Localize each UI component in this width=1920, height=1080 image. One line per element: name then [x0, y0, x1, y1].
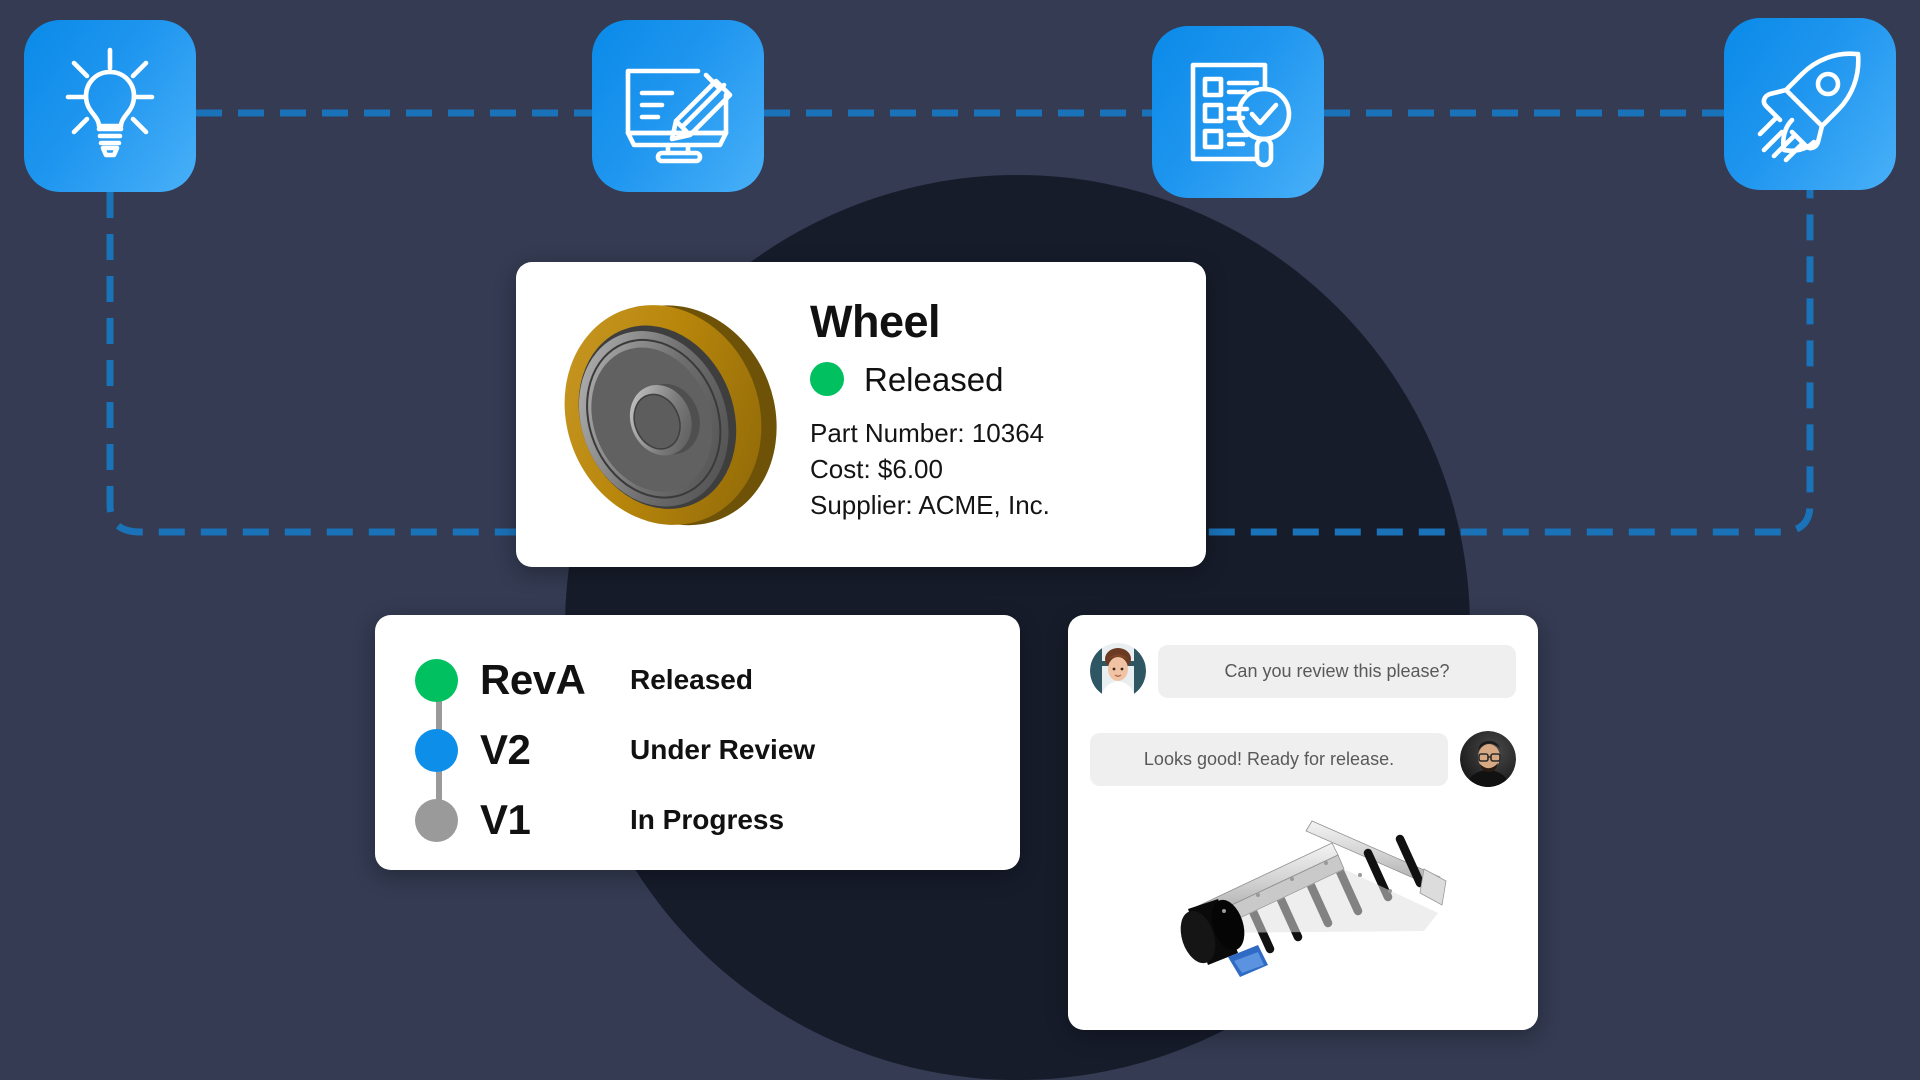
lightbulb-icon: [48, 44, 172, 168]
avatar-woman[interactable]: [1090, 643, 1146, 699]
part-status-label: Released: [864, 360, 1004, 398]
revision-name: RevA: [480, 656, 586, 703]
part-supplier: Supplier: ACME, Inc.: [810, 489, 1050, 520]
part-info: Wheel Released Part Number: 10364 Cost: …: [798, 299, 1206, 530]
revision-name: V2: [480, 726, 531, 773]
revision-row[interactable]: V2 Under Review: [407, 715, 1020, 785]
part-status: Released: [810, 360, 1206, 398]
revision-dot-v1: [415, 798, 458, 842]
chat-message-incoming: Can you review this please?: [1068, 643, 1538, 699]
revision-state: In Progress: [630, 804, 785, 835]
revision-dot-v2: [415, 728, 458, 772]
part-card[interactable]: Wheel Released Part Number: 10364 Cost: …: [516, 262, 1206, 567]
rocket-icon: [1748, 42, 1872, 166]
revision-name: V1: [480, 796, 531, 843]
status-dot-released: [810, 362, 844, 397]
part-number: Part Number: 10364: [810, 418, 1045, 449]
part-title: Wheel: [810, 296, 941, 348]
wheel-3d-render: [528, 285, 798, 545]
stage-icon-review[interactable]: [1152, 26, 1324, 198]
stage-icon-idea[interactable]: [24, 20, 196, 192]
monitor-pencil-icon: [616, 47, 740, 165]
chat-card[interactable]: Can you review this please? Looks good! …: [1068, 615, 1538, 1030]
revision-row[interactable]: V1 In Progress: [407, 785, 1020, 855]
part-details: Part Number: 10364 Cost: $6.00 Supplier:…: [810, 416, 1206, 524]
revision-row[interactable]: RevA Released: [407, 645, 1020, 715]
revision-list: RevA Released V2 Under Review V1 In Prog…: [375, 635, 1020, 855]
revision-state: Released: [630, 664, 753, 695]
revision-history-card[interactable]: RevA Released V2 Under Review V1 In Prog…: [375, 615, 1020, 870]
revision-state: Under Review: [630, 734, 816, 765]
part-cost: Cost: $6.00: [810, 454, 943, 485]
chat-bubble: Can you review this please?: [1158, 644, 1516, 698]
conveyor-3d-render[interactable]: [1068, 813, 1538, 993]
avatar-man[interactable]: [1460, 731, 1516, 787]
chat-message-outgoing: Looks good! Ready for release.: [1068, 731, 1538, 787]
revision-dot-reva: [415, 658, 458, 702]
stage-icon-launch[interactable]: [1724, 18, 1896, 190]
chat-bubble: Looks good! Ready for release.: [1090, 732, 1448, 786]
checklist-magnifier-icon: [1177, 51, 1299, 173]
stage-icon-design[interactable]: [592, 20, 764, 192]
